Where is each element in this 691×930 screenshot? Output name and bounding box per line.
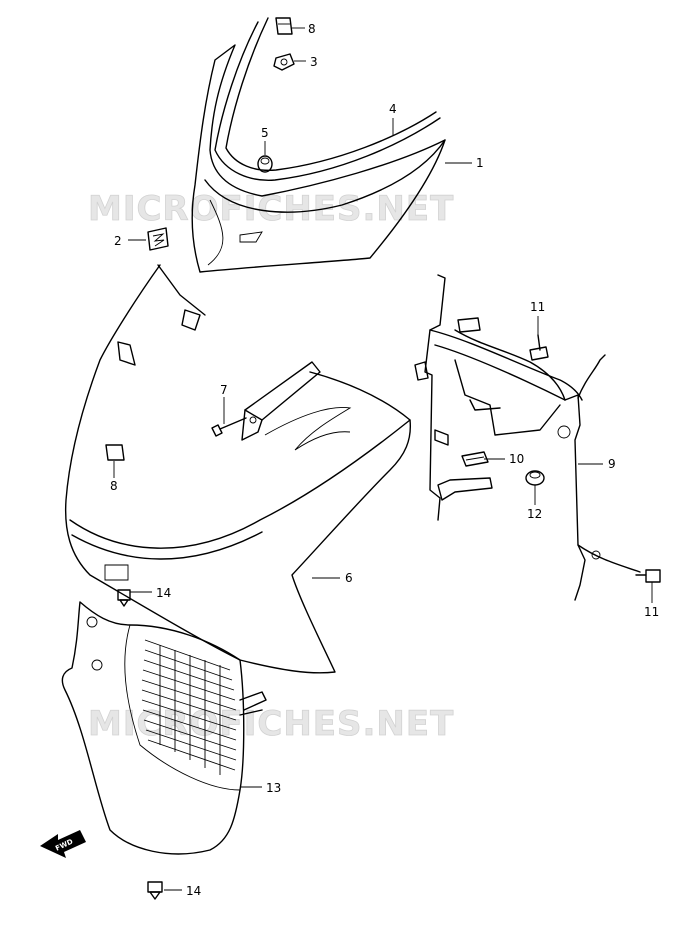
part-8-clip-lower xyxy=(105,444,125,461)
callouts: 8 3 4 5 1 2 7 8 6 14 13 14 11 9 10 12 11 xyxy=(110,22,659,898)
part-3-nut xyxy=(273,53,295,71)
fwd-arrow-icon: FWD xyxy=(40,830,86,858)
callout-6: 6 xyxy=(345,571,353,585)
part-13-lower-cover xyxy=(61,601,267,855)
part-10-clip xyxy=(461,451,489,467)
part-9-bracket xyxy=(414,274,641,601)
callout-4: 4 xyxy=(389,102,397,116)
part-4-seal-strip xyxy=(214,17,441,181)
callout-14-lower: 14 xyxy=(186,884,201,898)
grille xyxy=(141,639,237,775)
part-2-emblem xyxy=(147,227,169,251)
part-7-screw xyxy=(211,417,247,437)
callout-13: 13 xyxy=(266,781,281,795)
callout-3: 3 xyxy=(310,55,318,69)
callout-5: 5 xyxy=(261,126,269,140)
part-5-cushion xyxy=(257,155,273,173)
callout-1: 1 xyxy=(476,156,484,170)
callout-11-upper: 11 xyxy=(530,300,545,314)
part-11-bolt-lower xyxy=(635,569,661,583)
part-14-screw-lower xyxy=(147,881,163,900)
callout-11-lower: 11 xyxy=(644,605,659,619)
callout-9: 9 xyxy=(608,457,616,471)
callout-8-top: 8 xyxy=(308,22,316,36)
part-8-clip-top xyxy=(275,17,293,35)
watermark-top: MICROFICHES.NET xyxy=(88,189,454,229)
part-6-leg-shield xyxy=(64,264,412,674)
watermark-bottom: MICROFICHES.NET xyxy=(88,704,454,744)
callout-8-lower: 8 xyxy=(110,479,118,493)
part-1-front-cover xyxy=(191,44,446,273)
callout-2: 2 xyxy=(114,234,122,248)
leader-lines xyxy=(113,27,653,891)
part-12-grommet xyxy=(525,470,545,486)
part-11-bolt-upper xyxy=(529,334,549,361)
part-6-bracket xyxy=(241,361,321,441)
part-14-screw-upper xyxy=(117,589,131,607)
callout-14-upper: 14 xyxy=(156,586,171,600)
callout-7: 7 xyxy=(220,383,228,397)
callout-10: 10 xyxy=(509,452,524,466)
callout-12: 12 xyxy=(527,507,542,521)
